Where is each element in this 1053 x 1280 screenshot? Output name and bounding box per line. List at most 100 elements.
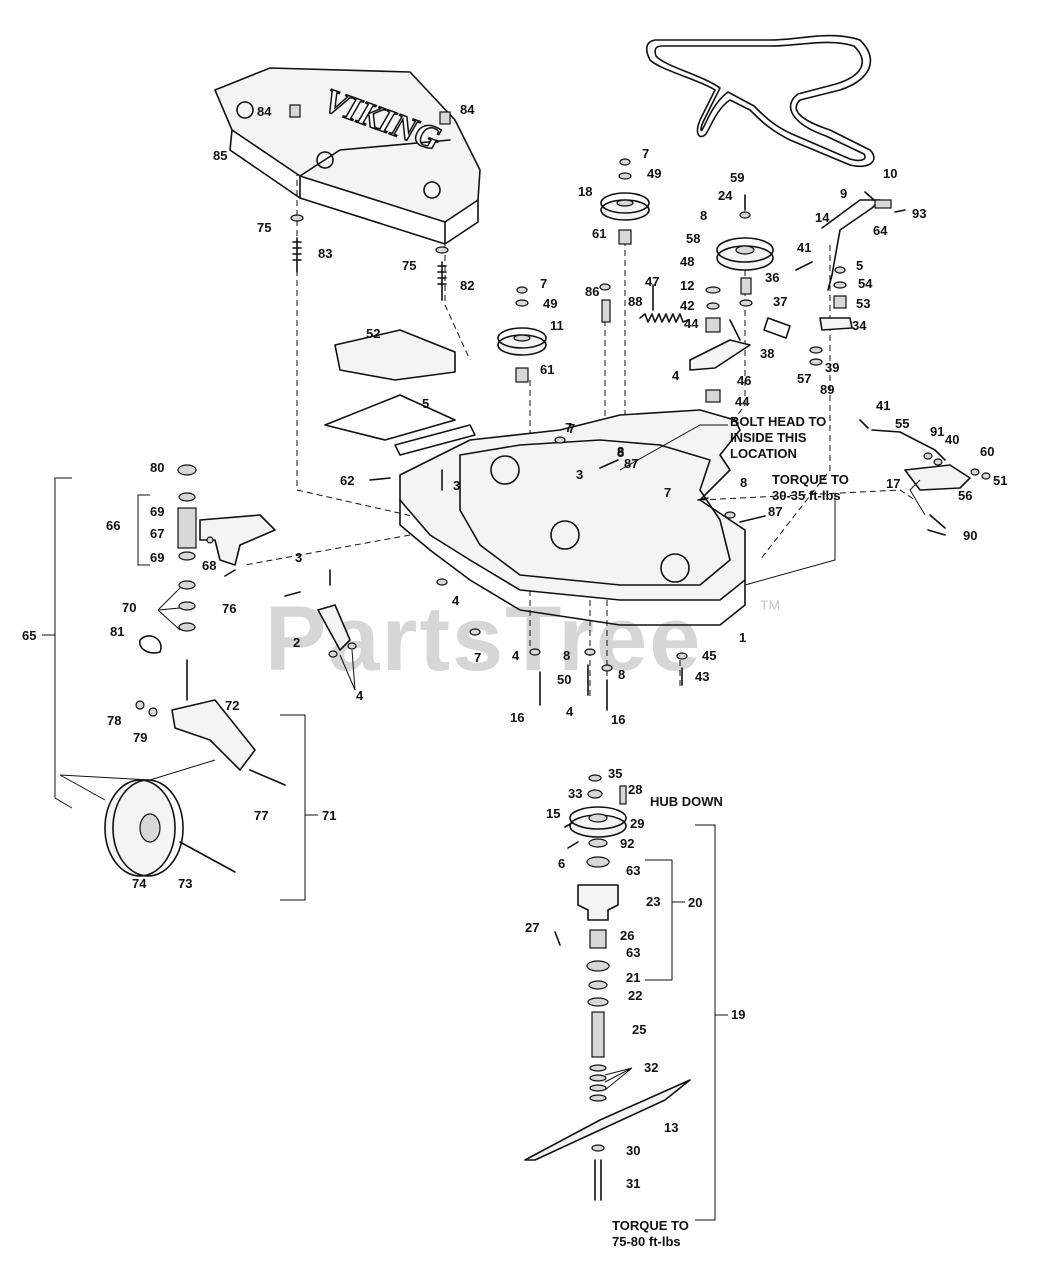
- nut-7-mid: [516, 286, 528, 294]
- nut-4-deck: [436, 578, 448, 586]
- washer-75-left: [290, 214, 304, 222]
- callout: 13: [664, 1120, 678, 1135]
- callout: 10: [883, 166, 897, 181]
- bracket-34: [819, 317, 853, 331]
- callout: 52: [366, 326, 380, 341]
- shield-52-shadow: [324, 394, 456, 441]
- note-torque-deck-2: 30-35 ft-lbs: [772, 488, 841, 503]
- nut-4-baffle-a: [328, 650, 338, 658]
- callout: 68: [202, 558, 216, 573]
- washer-51: [981, 472, 991, 480]
- washer-49-top: [618, 172, 632, 180]
- washer-54: [833, 281, 847, 289]
- bolt-head-leader: [619, 424, 728, 471]
- callout: 84: [460, 102, 475, 117]
- callout: 46: [737, 373, 751, 388]
- stud-82: [437, 261, 447, 301]
- callout: 53: [856, 296, 870, 311]
- callout: 7: [540, 276, 547, 291]
- lever-14: [821, 199, 881, 291]
- callout: 74: [132, 876, 147, 891]
- link-rod-55: [871, 429, 946, 461]
- callout: 45: [702, 648, 716, 663]
- callout: 40: [945, 432, 959, 447]
- nut-7-under: [469, 628, 481, 636]
- pins-90: [927, 514, 946, 536]
- watermark-text: PartsTree: [265, 588, 702, 690]
- callout: 44: [735, 394, 750, 409]
- grouping-brackets: [42, 477, 926, 1221]
- caster-shadow-lines: [59, 759, 216, 801]
- callout: 18: [578, 184, 592, 199]
- callout: 87: [624, 456, 638, 471]
- callout: 57: [797, 371, 811, 386]
- callout: 3: [295, 550, 302, 565]
- stud-83: [292, 237, 302, 273]
- callout: 20: [688, 895, 702, 910]
- caster-assembly: [104, 464, 286, 877]
- bushing-44-lower: [705, 389, 721, 403]
- callout: 49: [543, 296, 557, 311]
- nut-5: [834, 266, 846, 274]
- note-hub-down: HUB DOWN: [650, 794, 723, 809]
- callout: 34: [852, 318, 867, 333]
- callout: 2: [293, 635, 300, 650]
- callout: 85: [213, 148, 227, 163]
- washer-8-upper: [739, 211, 751, 219]
- note-torque-blade-2: 75-80 ft-lbs: [612, 1234, 681, 1249]
- clip-12: [705, 286, 721, 294]
- callout: 47: [645, 274, 659, 289]
- callout: 4: [672, 368, 680, 383]
- callout: 26: [620, 928, 634, 943]
- callout: 78: [107, 713, 121, 728]
- callout: 8: [618, 667, 625, 682]
- callout: 36: [765, 270, 779, 285]
- callout: 22: [628, 988, 642, 1003]
- callout: 5: [422, 396, 429, 411]
- callout: 7: [474, 650, 481, 665]
- callout: 72: [225, 698, 239, 713]
- callout: 64: [873, 223, 888, 238]
- callout: 81: [110, 624, 124, 639]
- callout: 44: [684, 316, 699, 331]
- callout: 25: [632, 1022, 646, 1037]
- callout: 71: [322, 808, 336, 823]
- washer-8-under-left: [584, 648, 596, 656]
- callout: 88: [628, 294, 642, 309]
- callout: 11: [550, 318, 564, 333]
- callout: 66: [106, 518, 120, 533]
- shield-52: [334, 329, 456, 381]
- nut-7-right: [697, 497, 709, 501]
- callout: 84: [257, 104, 272, 119]
- callout: 5: [856, 258, 863, 273]
- callout: 93: [912, 206, 926, 221]
- callout: 59: [730, 170, 744, 185]
- callout: 75: [402, 258, 416, 273]
- callout: 8: [740, 475, 747, 490]
- callout: 82: [460, 278, 474, 293]
- callout: 8: [617, 445, 624, 460]
- callout: 3: [453, 478, 460, 493]
- nut-45: [676, 652, 688, 660]
- callout: 31: [626, 1176, 640, 1191]
- callout: 9: [840, 186, 847, 201]
- callout: 1: [739, 630, 746, 645]
- callout: 24: [718, 188, 733, 203]
- note-bolt-head-3: LOCATION: [730, 446, 797, 461]
- callout: 62: [340, 473, 354, 488]
- washer-40: [933, 458, 943, 466]
- bolt-87-right: [739, 515, 766, 523]
- callout: 4: [566, 704, 574, 719]
- callout: 7: [568, 421, 575, 436]
- washer-8-right: [724, 511, 736, 519]
- callout: 7: [664, 485, 671, 500]
- callout: 58: [686, 231, 700, 246]
- watermark-tm: TM: [760, 597, 780, 613]
- callout: 4: [452, 593, 460, 608]
- nut-4-under: [529, 648, 541, 656]
- callout: 7: [642, 146, 649, 161]
- callout: 37: [773, 294, 787, 309]
- callout: 77: [254, 808, 268, 823]
- note-torque-blade-1: TORQUE TO: [612, 1218, 689, 1233]
- callout: 61: [540, 362, 554, 377]
